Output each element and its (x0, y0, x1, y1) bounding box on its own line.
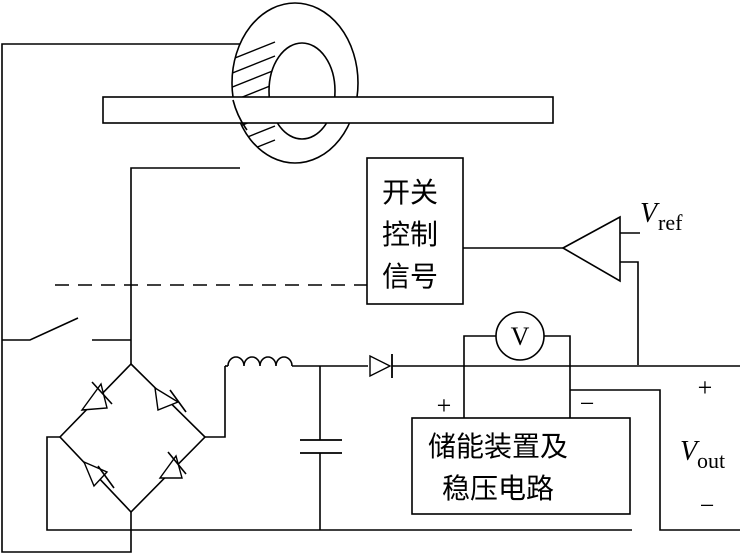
capacitor (300, 366, 342, 530)
left-return-wire (1, 43, 243, 553)
storage-label-line1: 储能装置及 (428, 430, 568, 463)
voltmeter-symbol: V (511, 322, 530, 351)
vout-plus-label: + (698, 373, 713, 402)
comparator (463, 215, 640, 365)
output-diode (369, 354, 740, 378)
diode-bridge (58, 362, 207, 514)
switch-control-line3: 信号 (382, 260, 438, 293)
vout-subscript: out (697, 448, 725, 473)
vref-subscript: ref (658, 210, 683, 235)
vout-label: V (680, 436, 700, 467)
toroid-core (231, 2, 359, 164)
storage-plus-label: + (437, 391, 452, 420)
output-return-wire (570, 389, 740, 531)
inductor (225, 356, 368, 367)
bridge-right-wire (205, 366, 226, 438)
switch-control-line1: 开关 (382, 176, 438, 209)
storage-regulator-box (411, 417, 631, 515)
switch (2, 317, 131, 341)
bridge-left-wire (46, 436, 632, 531)
winding-wire (130, 167, 240, 364)
storage-minus-label: − (580, 389, 595, 418)
storage-label-line2: 稳压电路 (442, 472, 554, 505)
switch-control-box (366, 157, 464, 305)
vref-label: V (640, 198, 660, 229)
vout-minus-label: − (700, 491, 715, 520)
switch-control-line2: 控制 (382, 218, 438, 251)
primary-conductor (102, 96, 554, 124)
